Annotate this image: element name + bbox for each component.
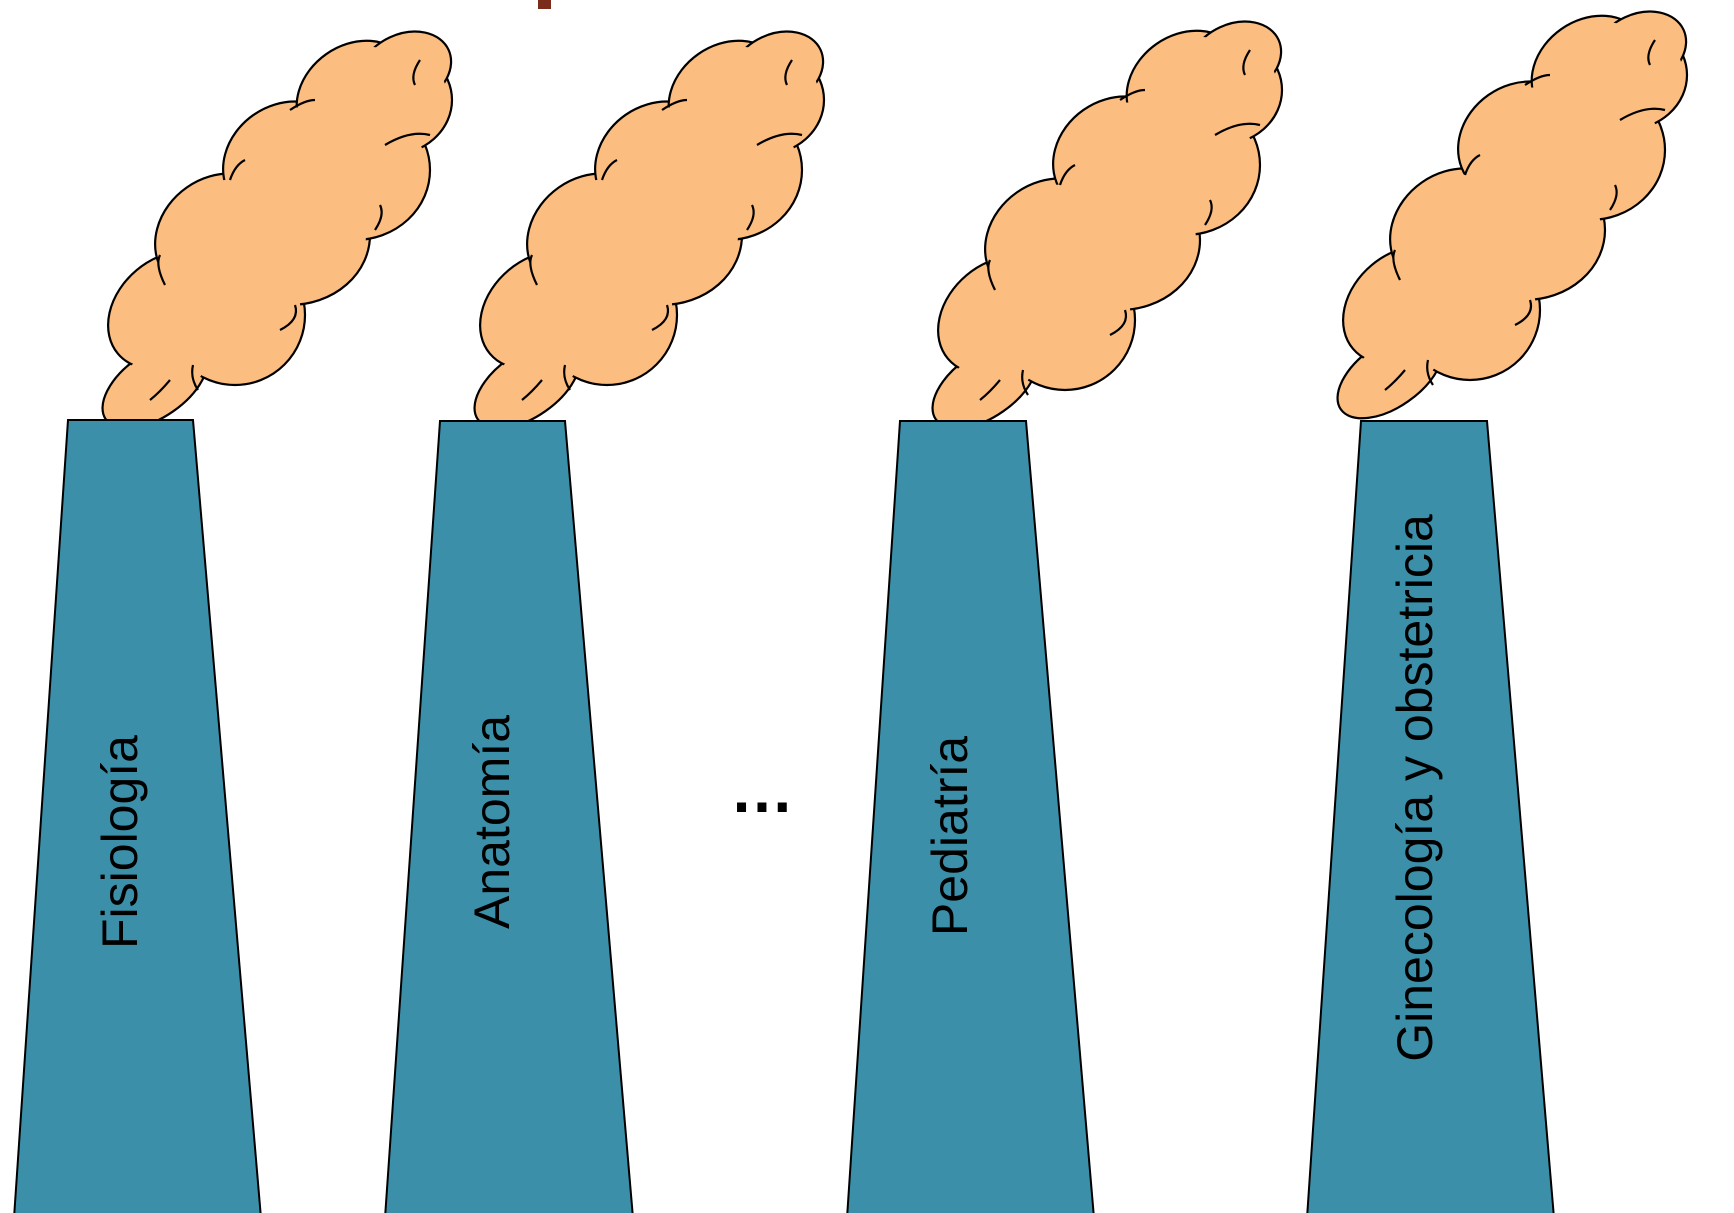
smoke-cloud-3 (914, 7, 1293, 446)
chimney-3-label: Pediatría (922, 736, 978, 936)
chimney-group-4: Ginecología y obstetricia (1307, 0, 1699, 1213)
chimney-1-label: Fisiología (92, 735, 148, 949)
chimney-group-2: Anatomía (385, 17, 836, 1213)
chimney-group-1: Fisiología (14, 17, 464, 1213)
chimney-group-3: Pediatría (847, 7, 1294, 1213)
ellipsis-separator: … (730, 754, 800, 826)
smoke-cloud-4 (1319, 0, 1698, 436)
chimney-2-label: Anatomía (464, 715, 520, 929)
smoke-cloud-1 (84, 17, 463, 446)
smoke-cloud-2 (456, 17, 835, 446)
chimney-4-label: Ginecología y obstetricia (1387, 514, 1443, 1062)
top-edge-mark (538, 0, 551, 9)
